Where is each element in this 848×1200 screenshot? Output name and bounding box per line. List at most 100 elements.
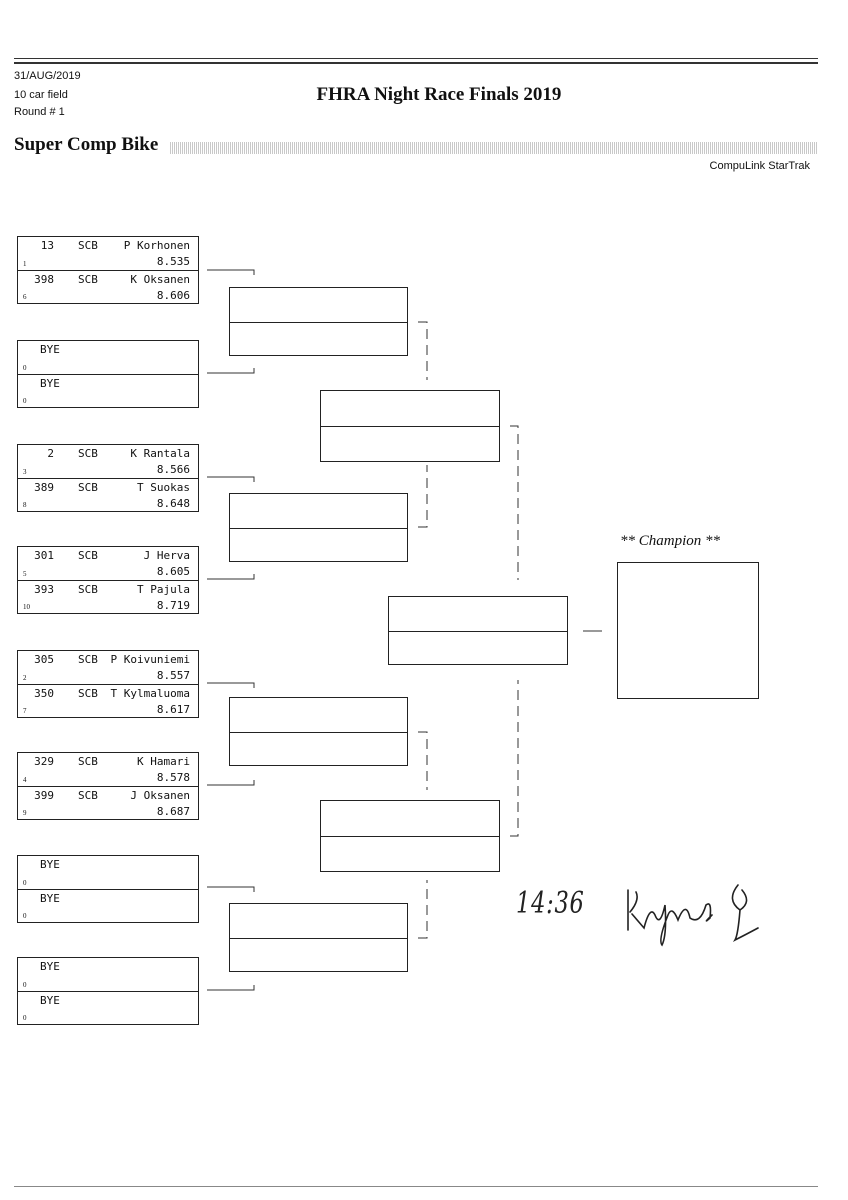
elapsed-time: 8.617 <box>156 703 190 716</box>
dotted-fill <box>170 142 818 154</box>
seed-number: 4 <box>23 776 27 784</box>
elapsed-time: 8.606 <box>156 289 190 302</box>
bye-label: BYE <box>40 343 60 356</box>
semifinal-match <box>320 800 500 872</box>
top-rule-thick <box>14 62 818 64</box>
elapsed-time: 8.535 <box>156 255 190 268</box>
racer-lane: 2 SCB K Rantala 8.566 3 <box>18 445 198 478</box>
racer-number: 350 <box>34 687 54 700</box>
seed-number: 3 <box>23 468 27 476</box>
seed-number: 0 <box>23 364 27 372</box>
round2-match <box>229 493 408 562</box>
top-rule <box>14 58 818 59</box>
class-code: SCB <box>78 755 98 768</box>
bye-label: BYE <box>40 377 60 390</box>
racer-lane: 305 SCB P Koivuniemi 8.557 2 <box>18 651 198 684</box>
racer-number: 2 <box>47 447 54 460</box>
handwritten-time: 14:36 <box>516 886 585 921</box>
field-size: 10 car field <box>14 89 68 101</box>
round2-match <box>229 287 408 356</box>
seed-number: 0 <box>23 879 27 887</box>
elapsed-time: 8.557 <box>156 669 190 682</box>
racer-name: P Korhonen <box>123 239 190 252</box>
elapsed-time: 8.719 <box>156 599 190 612</box>
racer-lane: 399 SCB J Oksanen 8.687 9 <box>18 786 198 819</box>
racer-number: 399 <box>34 789 54 802</box>
seed-number: 1 <box>23 260 27 268</box>
bye-label: BYE <box>40 892 60 905</box>
class-code: SCB <box>78 239 98 252</box>
class-name: Super Comp Bike <box>14 134 159 155</box>
seed-number: 9 <box>23 809 27 817</box>
bye-label: BYE <box>40 994 60 1007</box>
seed-number: 0 <box>23 981 27 989</box>
racer-name: K Hamari <box>137 755 190 768</box>
racer-lane: 350 SCB T Kylmaluoma 8.617 7 <box>18 684 198 717</box>
racer-name: J Herva <box>143 549 190 562</box>
racer-name: P Koivuniemi <box>110 653 190 666</box>
round2-match <box>229 697 408 766</box>
class-code: SCB <box>78 687 98 700</box>
racer-lane: BYE 0 <box>18 991 198 1024</box>
seed-number: 8 <box>23 501 27 509</box>
racer-number: 305 <box>34 653 54 666</box>
racer-lane: 398 SCB K Oksanen 8.606 6 <box>18 270 198 303</box>
racer-name: T Kylmaluoma <box>110 687 190 700</box>
semifinal-match <box>320 390 500 462</box>
racer-lane: 329 SCB K Hamari 8.578 4 <box>18 753 198 786</box>
elapsed-time: 8.566 <box>156 463 190 476</box>
racer-number: 329 <box>34 755 54 768</box>
racer-name: K Oksanen <box>130 273 190 286</box>
date: 31/AUG/2019 <box>14 70 81 82</box>
class-code: SCB <box>78 583 98 596</box>
bottom-rule <box>14 1186 818 1187</box>
seed-number: 7 <box>23 707 27 715</box>
event-title: FHRA Night Race Finals 2019 <box>316 84 562 105</box>
racer-lane: BYE 0 <box>18 341 198 374</box>
seed-number: 0 <box>23 1014 27 1022</box>
class-code: SCB <box>78 481 98 494</box>
racer-number: 301 <box>34 549 54 562</box>
class-code: SCB <box>78 549 98 562</box>
class-code: SCB <box>78 447 98 460</box>
round2-match <box>229 903 408 972</box>
champion-box <box>617 562 759 699</box>
racer-number: 13 <box>40 239 54 252</box>
racer-name: J Oksanen <box>130 789 190 802</box>
final-match <box>388 596 568 665</box>
seed-number: 0 <box>23 397 27 405</box>
racer-number: 398 <box>34 273 54 286</box>
racer-lane: 13 SCB P Korhonen 8.535 1 <box>18 237 198 270</box>
seed-number: 2 <box>23 674 27 682</box>
racer-name: K Rantala <box>130 447 190 460</box>
racer-lane: BYE 0 <box>18 374 198 407</box>
racer-number: 393 <box>34 583 54 596</box>
champion-label: ** Champion ** <box>620 533 721 549</box>
class-code: SCB <box>78 653 98 666</box>
seed-number: 10 <box>23 603 30 611</box>
seed-number: 6 <box>23 293 27 301</box>
software-name: CompuLink StarTrak <box>709 160 810 172</box>
elapsed-time: 8.648 <box>156 497 190 510</box>
racer-name: T Suokas <box>137 481 190 494</box>
class-code: SCB <box>78 789 98 802</box>
elapsed-time: 8.687 <box>156 805 190 818</box>
class-code: SCB <box>78 273 98 286</box>
elapsed-time: 8.578 <box>156 771 190 784</box>
